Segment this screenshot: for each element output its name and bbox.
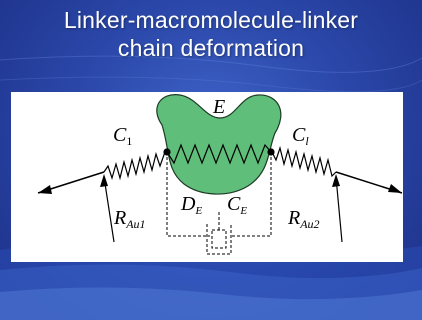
left-force-label-sub: Au1 (125, 217, 145, 231)
right-force-label: RAu2 (287, 207, 320, 231)
left-dashed-support (166, 152, 210, 237)
left-linker-label-sub: 1 (126, 134, 132, 148)
right-force-label-sub: Au2 (299, 217, 319, 231)
damper-label-main: D (180, 193, 196, 215)
title-line-1: Linker-macromolecule-linker (63, 7, 359, 33)
slide-title: Linker-macromolecule-linker chain deform… (0, 6, 422, 62)
right-linker-label: Cl (292, 124, 309, 148)
macromolecule-inner-spring (166, 143, 272, 165)
damper-label: DE (180, 193, 202, 217)
left-reaction-arrow (103, 176, 115, 243)
right-force-label-main: R (287, 207, 300, 229)
right-arrowhead-icon (388, 184, 402, 193)
right-linker-label-main: C (292, 124, 306, 146)
left-linker-label: C1 (113, 124, 132, 148)
right-linker-spring (271, 145, 337, 178)
damper-label-sub: E (194, 205, 202, 217)
title-line-2: chain deformation (117, 35, 305, 61)
macromolecule-label: E (212, 96, 225, 118)
left-arrowhead-icon (38, 185, 52, 194)
right-dashed-support (230, 152, 272, 237)
damper-piston (211, 229, 227, 249)
left-linker-label-main: C (113, 124, 127, 146)
macromolecule-shape (156, 94, 282, 195)
spring-constant-label: CE (227, 193, 247, 217)
left-force-label-main: R (113, 207, 126, 229)
right-reaction-arrowhead-icon (332, 174, 340, 187)
right-reaction-arrow (335, 176, 343, 243)
left-reaction-arrowhead-icon (100, 174, 108, 187)
damper-cylinder (206, 224, 232, 255)
spring-constant-label-main: C (227, 193, 241, 215)
left-linker-spring (103, 151, 166, 181)
spring-constant-label-sub: E (239, 205, 247, 217)
left-force-label: RAu1 (113, 207, 146, 231)
right-linker-label-sub: l (305, 134, 309, 148)
